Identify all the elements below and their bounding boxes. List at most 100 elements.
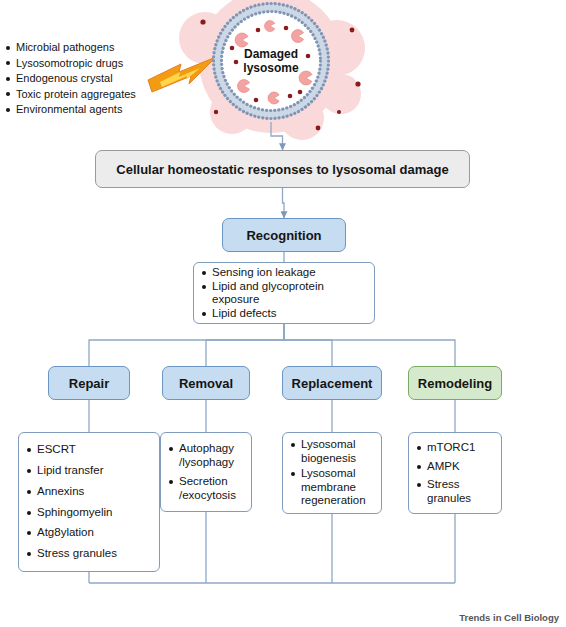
bullet-dot [6,61,10,65]
bullet-item: Lysosomal membrane regeneration [291,467,376,508]
haze-blob [321,74,361,114]
cause-text: Microbial pathogens [16,40,114,56]
particle [350,28,355,33]
stage-box: Repair [48,366,130,400]
bullet-text: Secretion /exocytosis [179,475,246,502]
bullet-item: Stress granules [417,478,496,505]
bullet-dot [202,285,206,289]
particle [214,110,218,114]
bullet-dot [6,77,10,81]
connector-line [283,252,284,262]
enzyme [265,21,275,32]
connector-line [88,400,89,432]
stage-box: Recognition [222,218,346,252]
enzyme [237,80,249,93]
bullet-item: Atg8ylation [27,526,154,540]
bullet-item: Lipid defects [202,307,369,321]
particle [306,54,311,59]
particle [298,90,303,95]
bullet-dot [417,483,421,487]
box-label: Remodeling [418,376,492,391]
bullet-item: AMPK [417,460,496,474]
connector-line [284,324,455,366]
bullet-item: Autophagy /lysophagy [169,442,246,469]
stage-box: Remodeling [408,366,502,400]
bullet-dot [291,443,295,447]
bullet-text: Sphingomyelin [37,506,112,520]
box-label: Replacement [292,376,373,391]
cause-list: Microbial pathogensLysosomotropic drugsE… [6,40,156,118]
connector-line [205,400,206,432]
lysosome-circle: Damaged lysosome [210,0,332,122]
bullet-item: Lipid transfer [27,464,154,478]
bullet-text: ESCRT [37,443,76,457]
enzyme [268,92,279,104]
bullet-dot [6,92,10,96]
particle [256,28,261,33]
box-label: Removal [179,376,233,391]
connector-line [206,324,284,366]
stage-box: Removal [162,366,250,400]
bullet-box: Sensing ion leakageLipid and glycoprotei… [193,262,375,324]
bullet-dot [169,447,173,451]
pink-haze [179,0,365,140]
bullet-text: Stress granules [37,547,117,561]
particle [254,98,259,103]
bullet-text: Annexins [37,485,84,499]
organelle-label: Damaged lysosome [235,47,307,75]
bullet-item: mTORC1 [417,441,496,455]
cause-item: Lysosomotropic drugs [6,56,156,72]
membrane-band [218,8,325,115]
bullet-dot [27,490,31,494]
credit-label: Trends in Cell Biology [459,612,559,623]
bullet-text: Sensing ion leakage [212,266,316,280]
lightning-bolt [148,57,216,92]
bullet-text: Lipid defects [212,307,277,321]
cause-item: Microbial pathogens [6,40,156,56]
connector-line [454,400,455,432]
bullet-text: mTORC1 [427,441,475,455]
bullet-box: Lysosomal biogenesisLysosomal membrane r… [282,432,382,514]
connector-line [284,324,332,366]
connector-line [331,400,332,432]
bullet-item: Secretion /exocytosis [169,475,246,502]
box-label: Repair [69,376,109,391]
cause-item: Endogenous crystal [6,71,156,87]
particle [230,46,235,51]
cause-text: Environmental agents [16,102,122,118]
cause-item: Toxic protein aggregates [6,87,156,103]
stage-box: Replacement [282,366,382,400]
bullet-item: Lysosomal biogenesis [291,438,376,465]
bullet-text: Lipid and glycoprotein exposure [212,280,369,307]
connector-arrow [271,122,283,150]
bullet-dot [417,465,421,469]
bullet-text: Autophagy /lysophagy [179,442,246,469]
bullet-item: Sensing ion leakage [202,266,369,280]
box-label: Cellular homeostatic responses to lysoso… [116,162,448,177]
cause-text: Toxic protein aggregates [16,87,136,103]
lipid-heads-outer [214,4,329,119]
bullet-dot [27,469,31,473]
bullet-dot [169,480,173,484]
bullet-box: mTORC1AMPK Stress granules [408,432,502,514]
lightning-core [160,68,200,87]
bullet-text: Lipid transfer [37,464,103,478]
particle [316,126,321,131]
bullet-text: Stress granules [427,478,496,505]
process-box: Cellular homeostatic responses to lysoso… [95,150,470,188]
box-label: Recognition [246,228,321,243]
bullet-dot [202,312,206,316]
particle [288,94,293,99]
cause-item: Environmental agents [6,102,156,118]
particle [200,19,205,24]
bullet-dot [6,108,10,112]
particle [337,110,341,114]
bullet-item: Stress granules [27,547,154,561]
particle [284,26,289,31]
bullet-dot [291,472,295,476]
particle [234,60,239,65]
connector-arrow [283,188,285,218]
particle [355,81,360,86]
connector-group [89,122,455,432]
